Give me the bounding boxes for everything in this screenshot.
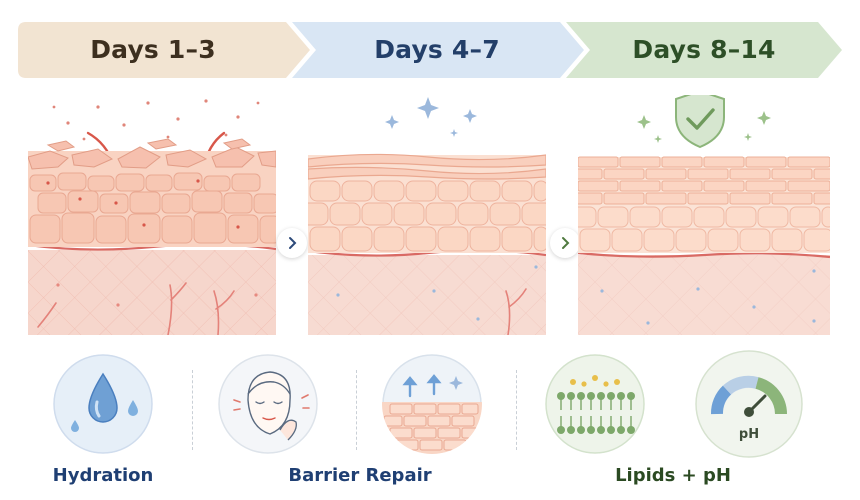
skin-panel-restored bbox=[578, 95, 830, 335]
stage-label: Days 1–3 bbox=[90, 35, 216, 64]
divider bbox=[516, 370, 517, 450]
banner-shape bbox=[18, 22, 310, 78]
banner-shape bbox=[292, 22, 584, 78]
next-stage-button[interactable] bbox=[550, 228, 580, 258]
chevron-right-icon bbox=[289, 237, 297, 249]
damaged-skin-illustration bbox=[28, 99, 276, 335]
stage-banner-2: Days 4–7 bbox=[292, 22, 584, 78]
benefit-label-barrier-repair: Barrier Repair bbox=[288, 465, 432, 486]
stage-banner-1: Days 1–3 bbox=[18, 22, 310, 78]
skin-panel-damaged bbox=[28, 95, 276, 335]
face-icon bbox=[218, 354, 318, 454]
svg-text:pH: pH bbox=[739, 427, 759, 442]
stage-label: Days 4–7 bbox=[374, 35, 500, 64]
chevron-right-icon bbox=[562, 237, 570, 249]
next-stage-button[interactable] bbox=[277, 228, 307, 258]
benefit-label-hydration: Hydration bbox=[52, 465, 154, 486]
banner-shape bbox=[566, 22, 842, 78]
benefit-label-lipids-ph: Lipids + pH bbox=[615, 465, 731, 486]
divider bbox=[356, 370, 357, 450]
restored-skin-illustration bbox=[578, 95, 830, 335]
stage-banner-3: Days 8–14 bbox=[566, 22, 842, 78]
repairing-skin-illustration bbox=[308, 97, 546, 335]
lipid-bilayer-icon bbox=[545, 354, 645, 454]
skin-panel-repairing bbox=[308, 95, 546, 335]
divider bbox=[192, 370, 193, 450]
irritant-particles bbox=[52, 99, 260, 141]
stage-label: Days 8–14 bbox=[632, 35, 776, 64]
shield-check-icon bbox=[675, 95, 725, 149]
barrier-repair-icon bbox=[382, 354, 482, 454]
sparkle-icon bbox=[385, 97, 477, 137]
ph-gauge-icon: pH bbox=[695, 350, 803, 458]
water-drop-icon bbox=[53, 354, 153, 454]
